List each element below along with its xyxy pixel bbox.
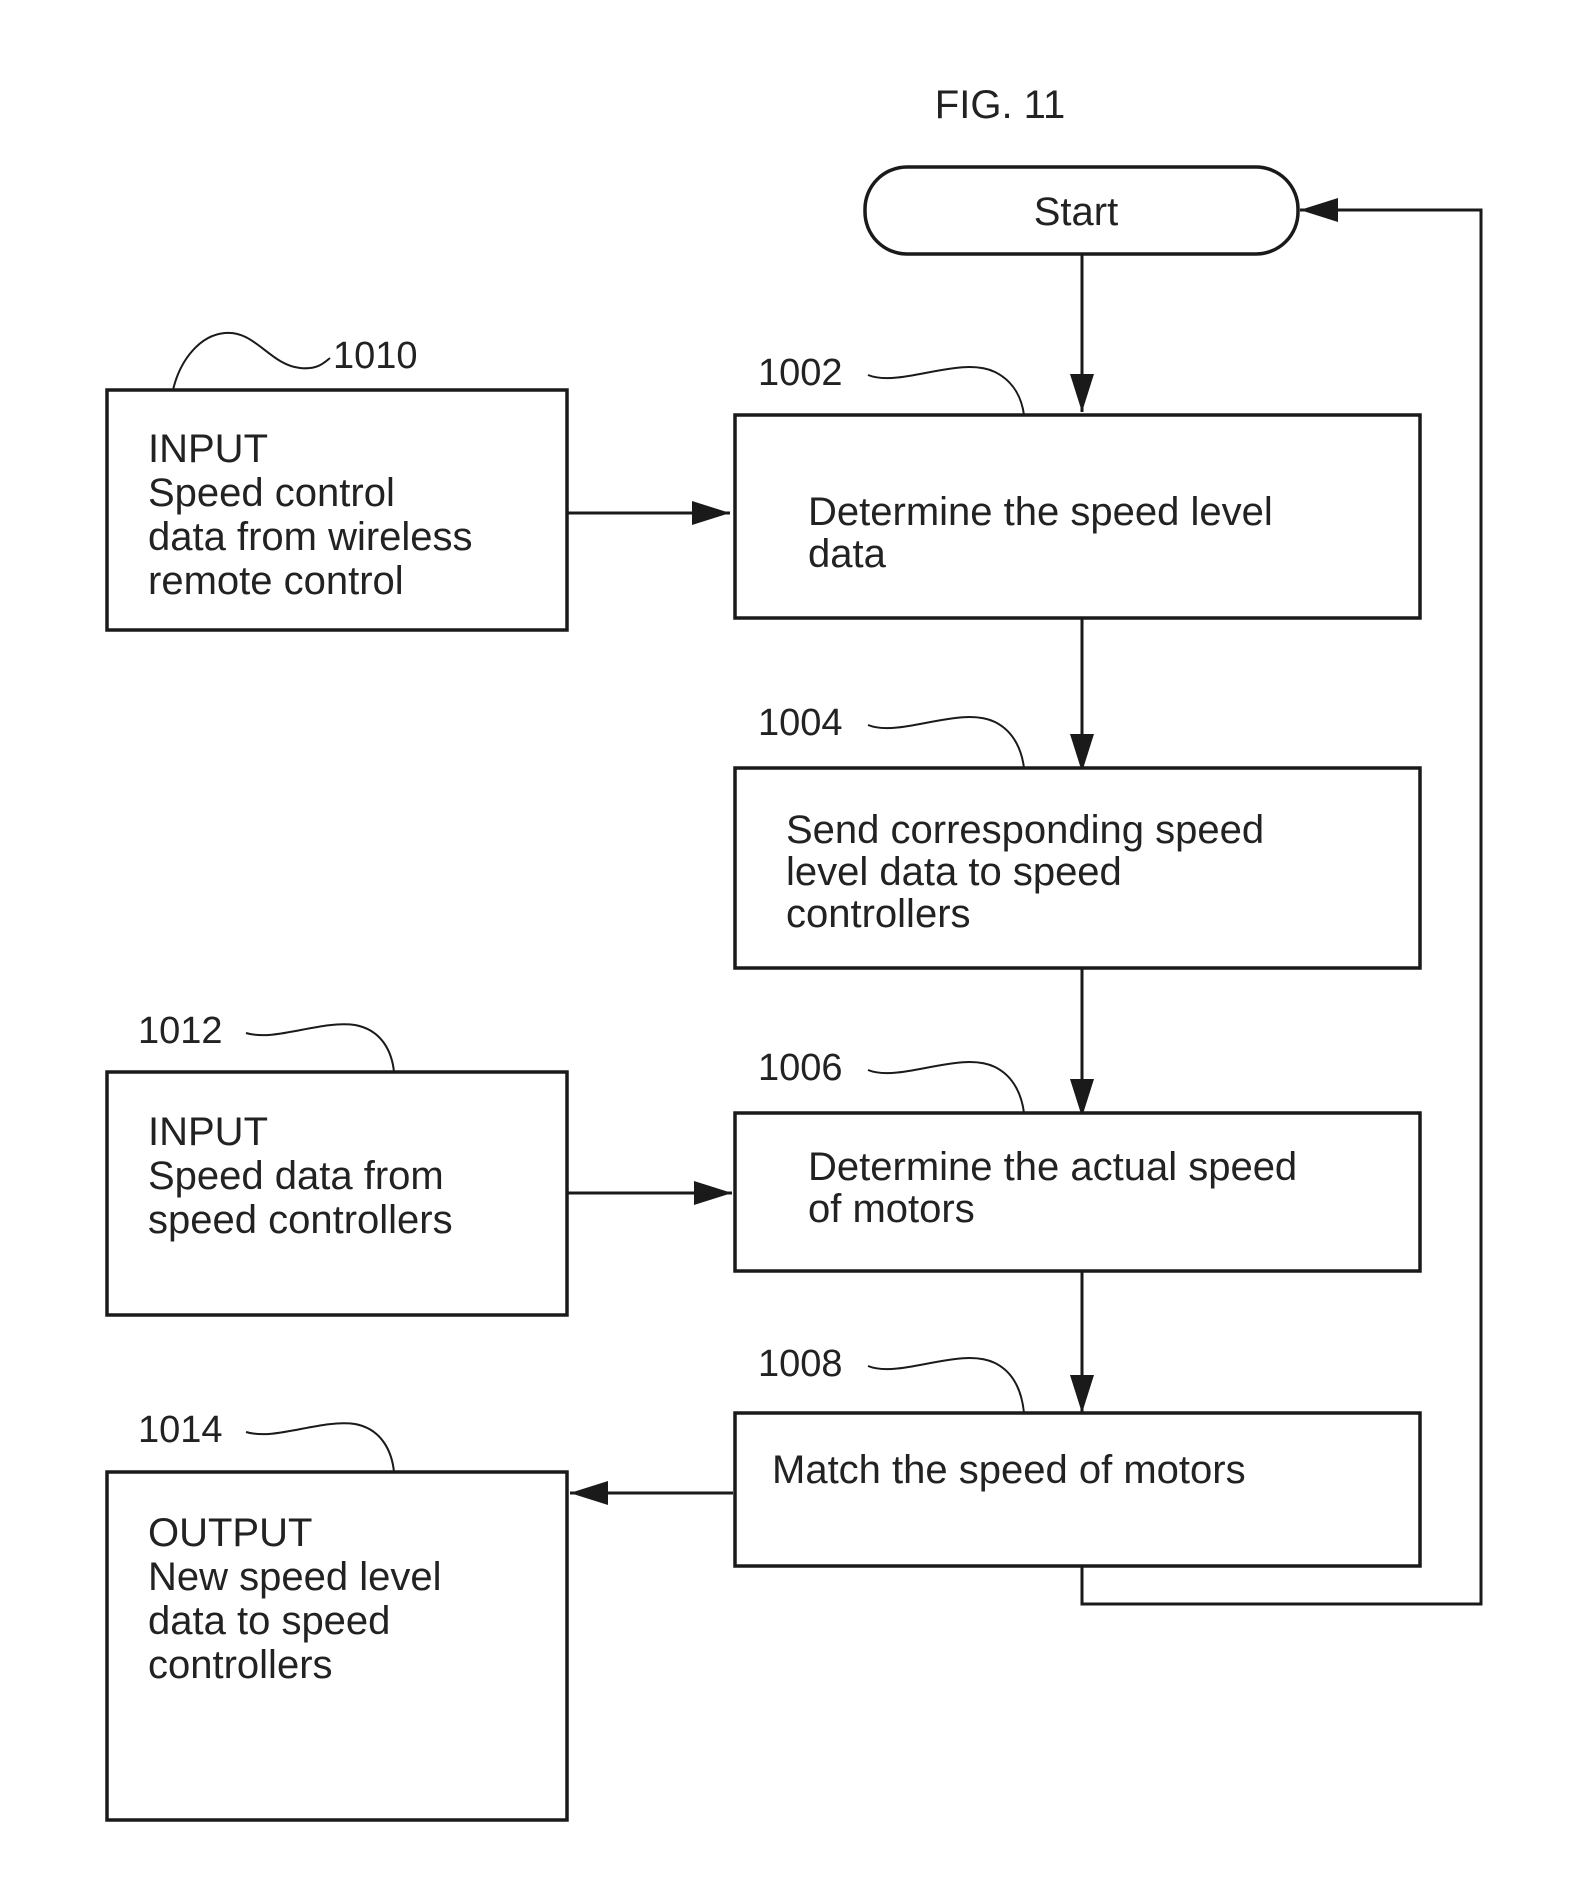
arrowhead-down-icon [1070,1375,1094,1413]
process-step-1008: 1008 Match the speed of motors [733,1343,1422,1568]
loop-back-arrow [1080,208,1483,1606]
leader-line [867,1061,1025,1114]
flow-arrows [567,198,1483,1606]
leader-line [867,716,1025,769]
ref-number: 1008 [758,1343,843,1385]
io-heading: INPUT [148,1110,268,1154]
process-step-1006: 1006 Determine the actual speed of motor… [733,1047,1422,1273]
arrowhead-right-icon [692,501,730,525]
start-label: Start [1034,190,1118,234]
io-heading: OUTPUT [148,1511,312,1555]
leader-line [867,366,1025,416]
leader-line [245,1422,395,1473]
arrowhead-left-icon [570,1481,608,1505]
arrowhead-down-icon [1070,734,1094,772]
io-heading: INPUT [148,427,268,471]
output-block-1014: 1014 OUTPUT New speed level data to spee… [105,1409,569,1822]
io-text-line: data from wireless [148,515,473,559]
input-block-1012: 1012 INPUT Speed data from speed control… [105,1010,569,1317]
io-box [105,1070,569,1317]
arrowhead-down-icon [1070,1079,1094,1117]
arrowhead-left-icon [1300,198,1338,222]
io-text-line: controllers [148,1643,333,1687]
ref-number: 1002 [758,352,843,394]
arrowhead-right-icon [694,1181,732,1205]
process-box [733,1411,1422,1568]
step-text-line: Determine the actual speed [808,1145,1297,1189]
io-text-line: New speed level [148,1555,442,1599]
process-box [733,413,1422,620]
step-text-line: Send corresponding speed [786,808,1264,852]
leader-line [245,1023,395,1073]
step-text-line: data [808,532,887,576]
step-text-line: Determine the speed level [808,490,1273,534]
process-step-1004: 1004 Send corresponding speed level data… [733,702,1422,970]
step-text-line: Match the speed of motors [772,1448,1246,1492]
io-text-line: data to speed [148,1599,390,1643]
io-text-line: remote control [148,559,404,603]
process-box [733,766,1422,970]
input-block-1010: 1010 INPUT Speed control data from wirel… [105,331,569,632]
leader-line [867,1357,1025,1414]
io-box [105,388,569,632]
io-box [105,1470,569,1822]
start-terminal: Start [863,165,1300,256]
leader-line [172,331,331,391]
arrowhead-down-icon [1070,374,1094,412]
process-box [733,1111,1422,1273]
ref-number: 1004 [758,702,843,744]
ref-number: 1006 [758,1047,843,1089]
step-text-line: of motors [808,1187,975,1231]
step-text-line: level data to speed [786,850,1122,894]
io-text-line: Speed control [148,471,395,515]
step-text-line: controllers [786,892,971,936]
ref-number: 1014 [138,1409,223,1451]
io-text-line: Speed data from [148,1154,444,1198]
process-step-1002: 1002 Determine the speed level data [733,352,1422,620]
ref-number: 1012 [138,1010,223,1052]
ref-number: 1010 [333,335,418,377]
figure-title: FIG. 11 [935,83,1065,127]
io-text-line: speed controllers [148,1198,453,1242]
